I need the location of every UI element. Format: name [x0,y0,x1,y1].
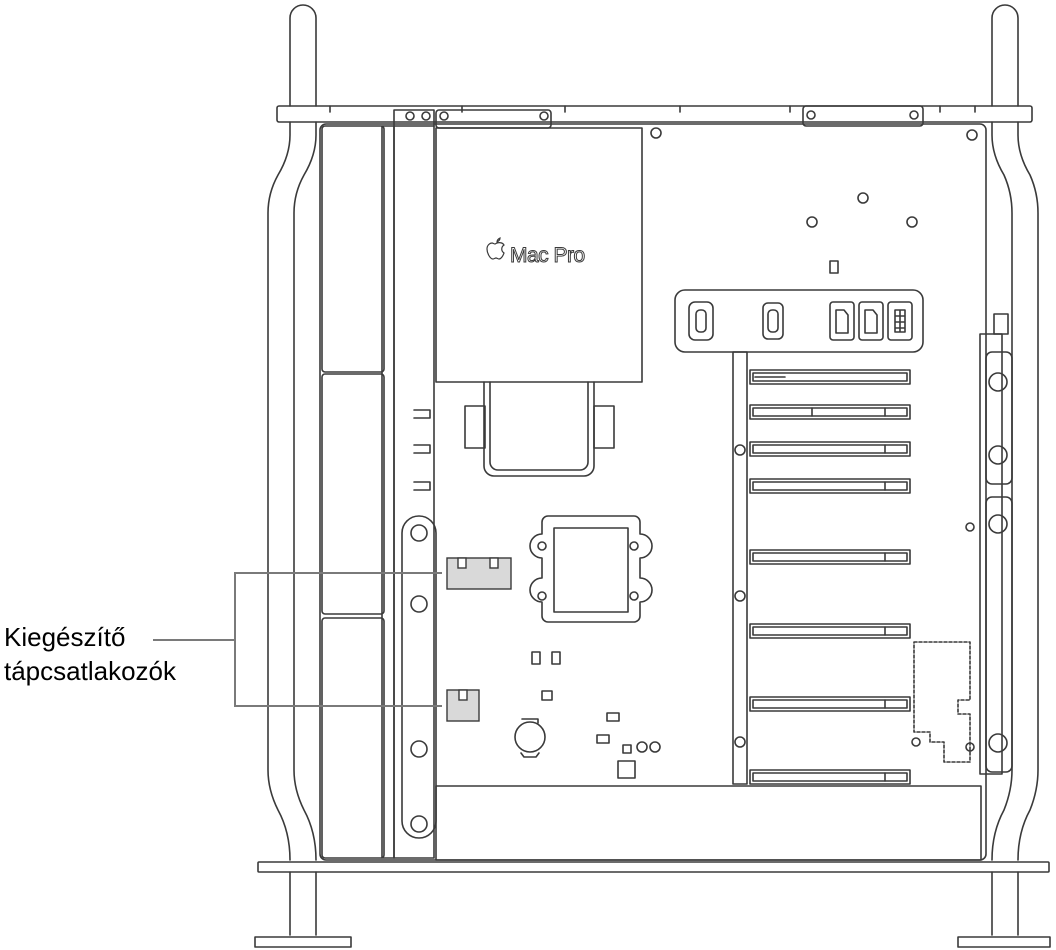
power-supply [435,785,982,861]
usb-c-port-icon [688,301,714,341]
auxiliary-power-connectors [446,557,512,722]
callout-leader [153,572,442,707]
pcie-slots [749,369,911,785]
pcie-slot [749,404,911,420]
mac-pro-logo: Mac Pro [486,237,586,268]
logic-board [319,123,987,861]
thunderbolt-port-icon [762,302,784,340]
pcie-slot [749,696,911,712]
product-name: Mac Pro [510,244,585,267]
header-pins-icon [887,301,913,341]
pcie-slot [749,478,911,494]
left-frame-leg [254,4,352,948]
pcie-slot [749,369,911,385]
power-connector-icon [446,689,480,722]
top-bracket [802,105,978,141]
pcie-slot [749,623,911,639]
pcie-slot [749,769,911,785]
coin-battery-icon [514,718,546,758]
dashed-region [913,641,971,763]
callout-label-line1: Kiegészítő [4,622,126,652]
pcie-slot [749,441,911,457]
power-connector-icon [446,557,512,590]
pcie-cage [732,351,748,785]
right-frame-leg [957,4,1051,948]
top-rail [276,105,1033,123]
callout-label-line2: tápcsatlakozók [4,656,176,686]
mounting-strip [381,109,437,859]
io-panel [674,289,924,353]
processor-heatsink [435,109,662,477]
sata-port-icon [829,301,884,341]
apple-logo-icon [486,237,505,260]
bottom-rail [257,861,1050,873]
callout-label: Kiegészítő tápcsatlakozók [4,620,176,688]
fan-bays [321,125,385,859]
right-brackets [965,313,1013,775]
chip-socket [529,515,653,623]
pcie-slot [749,549,911,565]
